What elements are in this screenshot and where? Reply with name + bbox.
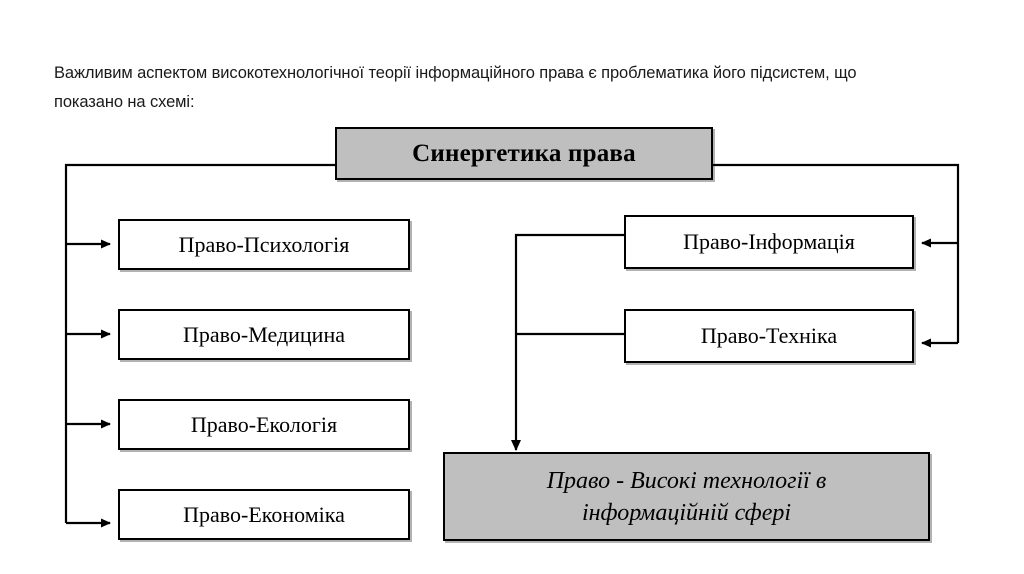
intro-paragraph: Важливим аспектом високотехнологічної те…	[54, 63, 857, 111]
node-label: Право-Психологія	[178, 231, 350, 257]
node-label: Право-Інформація	[683, 229, 855, 254]
connector-middle-trunk-to-bottom	[511, 233, 624, 451]
node-label: Право-Техніка	[700, 323, 838, 348]
node-law-technology[interactable]: Право-Техніка	[624, 309, 914, 363]
node-synergetics-of-law[interactable]: Синергетика права	[335, 127, 713, 180]
node-law-information[interactable]: Право-Інформація	[624, 215, 914, 269]
node-law-economics[interactable]: Право-Економіка	[118, 489, 410, 540]
node-label: Право-Екологія	[190, 411, 338, 437]
node-law-medicine[interactable]: Право-Медицина	[118, 309, 410, 360]
node-law-psychology[interactable]: Право-Психологія	[118, 219, 410, 270]
node-label: Право-Економіка	[183, 501, 345, 527]
node-law-ecology[interactable]: Право-Екологія	[118, 399, 410, 450]
node-label: Право-Медицина	[182, 321, 345, 347]
node-label: Право - Високі технології в інформаційні…	[546, 467, 827, 526]
node-law-high-technologies-information-sphere[interactable]: Право - Високі технології в інформаційні…	[443, 452, 930, 541]
node-label: Синергетика права	[412, 139, 636, 167]
